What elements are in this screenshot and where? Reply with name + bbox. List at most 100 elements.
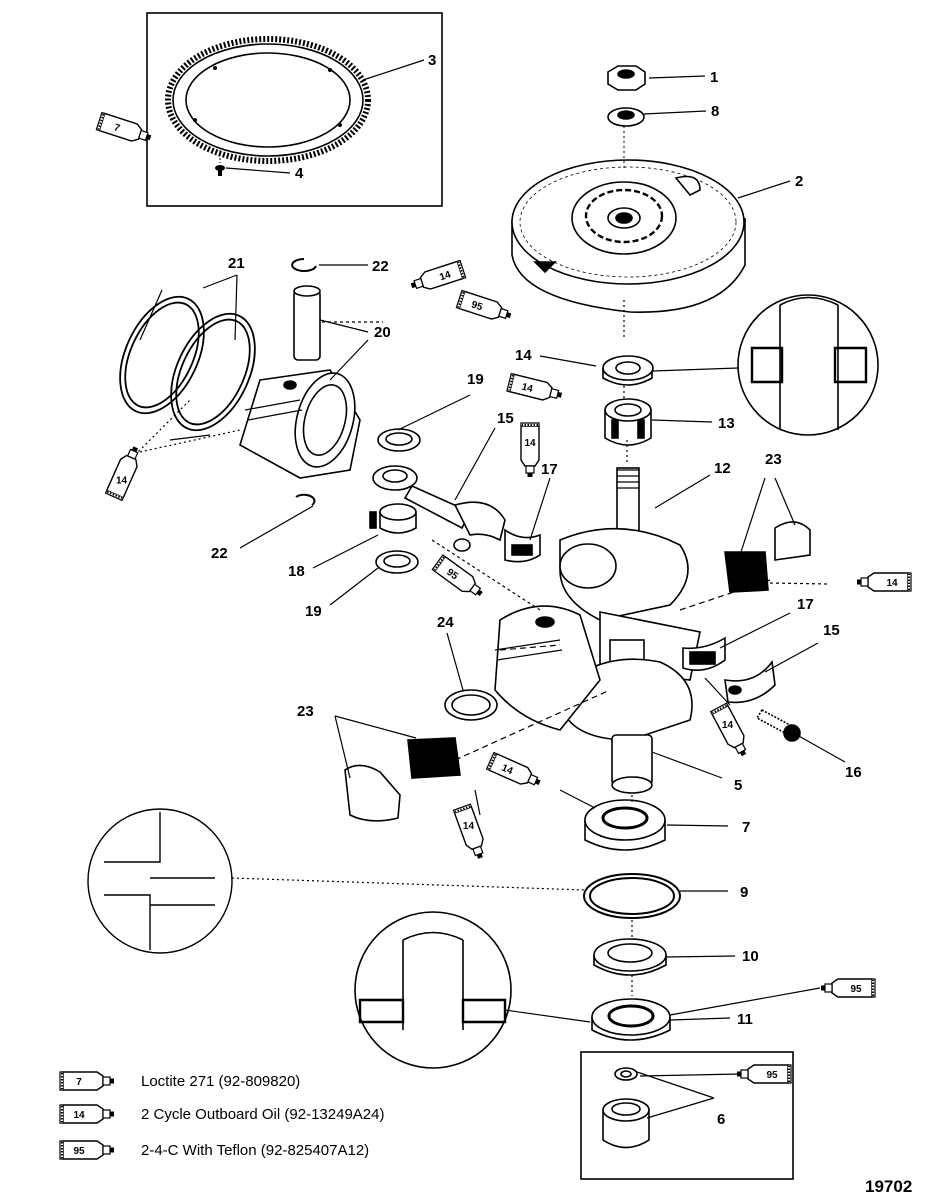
callout-15-upper: 15 xyxy=(497,410,514,427)
callout-10: 10 xyxy=(742,948,759,965)
seal-detail-circle-lower xyxy=(354,911,512,1069)
svg-text:14: 14 xyxy=(116,475,128,486)
tube-teflon-flywheel: 95 xyxy=(455,289,515,326)
leader-lines xyxy=(134,59,846,1119)
crankshaft xyxy=(559,467,701,794)
legend-row-oil: 14 2 Cycle Outboard Oil (92-13249A24) xyxy=(59,1104,384,1124)
callout-13: 13 xyxy=(718,415,735,432)
svg-text:14: 14 xyxy=(722,720,734,731)
main-bearing-lower-left xyxy=(344,737,461,822)
callout-23-upper: 23 xyxy=(765,451,782,468)
legend-label-oil: 2 Cycle Outboard Oil (92-13249A24) xyxy=(141,1106,384,1123)
callout-20: 20 xyxy=(374,324,391,341)
callout-21: 21 xyxy=(228,255,245,272)
svg-text:14: 14 xyxy=(438,269,452,283)
callout-14: 14 xyxy=(515,347,532,364)
callout-12: 12 xyxy=(714,460,731,477)
legend-row-teflon: 95 2-4-C With Teflon (92-825407A12) xyxy=(59,1140,369,1160)
flywheel xyxy=(511,125,746,313)
svg-text:14: 14 xyxy=(886,578,898,589)
callout-22-lower: 22 xyxy=(211,545,228,562)
tube-teflon-rod: 95 xyxy=(431,553,488,603)
lower-crankshaft-seal xyxy=(591,998,671,1041)
callout-4: 4 xyxy=(295,165,304,182)
callout-16: 16 xyxy=(845,764,862,781)
tube-teflon-bushing: 95 xyxy=(736,1064,792,1084)
svg-text:95: 95 xyxy=(470,299,484,313)
tube-oil-bearing-13: 14 xyxy=(505,372,565,406)
tube-oil-piston-pin: 14 xyxy=(407,259,467,296)
figure-number: 19702 xyxy=(865,1177,912,1196)
svg-text:95: 95 xyxy=(850,984,862,995)
needle-bearing-cage xyxy=(369,503,417,534)
tube-oil-lower-left: 14 xyxy=(452,803,490,863)
thrust-washer-lower xyxy=(375,550,419,574)
thrust-washer-upper xyxy=(377,428,421,452)
seal-detail-circle-upper xyxy=(737,294,879,436)
rod-bearing-upper xyxy=(504,528,541,563)
ring-gear-screw xyxy=(215,150,225,176)
upper-crankshaft-seal xyxy=(602,355,654,386)
svg-text:95: 95 xyxy=(73,1146,85,1157)
rod-cap xyxy=(724,659,776,704)
retaining-ring-detail-circle xyxy=(87,808,233,954)
callout-11: 11 xyxy=(737,1011,753,1028)
rod-cap-bolt xyxy=(755,708,801,742)
ring-gear xyxy=(165,36,371,164)
svg-text:95: 95 xyxy=(766,1070,778,1081)
tube-oil-piston: 14 xyxy=(104,442,145,502)
callout-19-upper: 19 xyxy=(467,371,484,388)
svg-text:7: 7 xyxy=(112,122,121,134)
lower-piston xyxy=(494,605,601,731)
callout-numbers: 1 8 2 3 4 22 21 20 14 19 15 13 17 12 23 … xyxy=(211,52,862,1128)
callout-3: 3 xyxy=(428,52,436,69)
callout-1: 1 xyxy=(710,69,718,86)
callout-19-lower: 19 xyxy=(305,603,322,620)
callout-23-lower: 23 xyxy=(297,703,314,720)
flywheel-nut xyxy=(607,65,646,91)
tube-loctite-ring-gear: 7 xyxy=(95,111,155,148)
callout-22-upper: 22 xyxy=(372,258,389,275)
legend-label-teflon: 2-4-C With Teflon (92-825407A12) xyxy=(141,1142,369,1159)
callout-9: 9 xyxy=(740,884,748,901)
tube-oil-lower-bearing: 14 xyxy=(485,751,545,792)
piston-rings xyxy=(119,295,256,432)
callout-17-upper: 17 xyxy=(541,461,558,478)
pin-lock-ring-lower xyxy=(295,493,316,506)
svg-text:14: 14 xyxy=(520,382,534,395)
piston-ring-lower xyxy=(444,689,498,721)
svg-text:14: 14 xyxy=(463,821,475,832)
legend-row-loctite: 7 Loctite 271 (92-809820) xyxy=(59,1071,300,1091)
tube-oil-crank-right: 14 xyxy=(856,572,912,592)
svg-text:14: 14 xyxy=(500,763,515,778)
legend: 7 Loctite 271 (92-809820) 14 2 Cycle Out… xyxy=(59,1071,384,1160)
svg-text:14: 14 xyxy=(73,1110,85,1121)
main-bearing-upper-right xyxy=(724,521,811,593)
tube-oil-rod: 14 xyxy=(520,422,540,478)
piston-pin xyxy=(293,285,321,361)
bushing-washer xyxy=(614,1067,638,1081)
thrust-washer-lower-main xyxy=(593,938,667,976)
bushing-inset-box xyxy=(580,1051,794,1180)
callout-7: 7 xyxy=(742,819,750,836)
svg-text:14: 14 xyxy=(524,438,536,449)
callout-2: 2 xyxy=(795,173,803,190)
pin-lock-ring-upper xyxy=(291,258,317,272)
callout-15-lower: 15 xyxy=(823,622,840,639)
tube-oil-rod-bolt: 14 xyxy=(709,702,753,761)
connecting-rod xyxy=(372,465,506,552)
ring-gear-inset-box xyxy=(146,12,443,207)
callout-18: 18 xyxy=(288,563,305,580)
flywheel-washer xyxy=(607,107,645,127)
callout-24: 24 xyxy=(437,614,454,631)
rod-bearing-lower xyxy=(682,636,726,671)
callout-8: 8 xyxy=(711,103,719,120)
callout-6: 6 xyxy=(717,1111,725,1128)
tube-teflon-seal: 95 xyxy=(820,978,876,998)
legend-label-loctite: Loctite 271 (92-809820) xyxy=(141,1073,300,1090)
svg-text:7: 7 xyxy=(76,1077,82,1088)
upper-piston xyxy=(239,369,361,479)
upper-roller-bearing xyxy=(604,398,652,446)
callout-17-lower: 17 xyxy=(797,596,814,613)
retaining-ring xyxy=(583,873,681,919)
